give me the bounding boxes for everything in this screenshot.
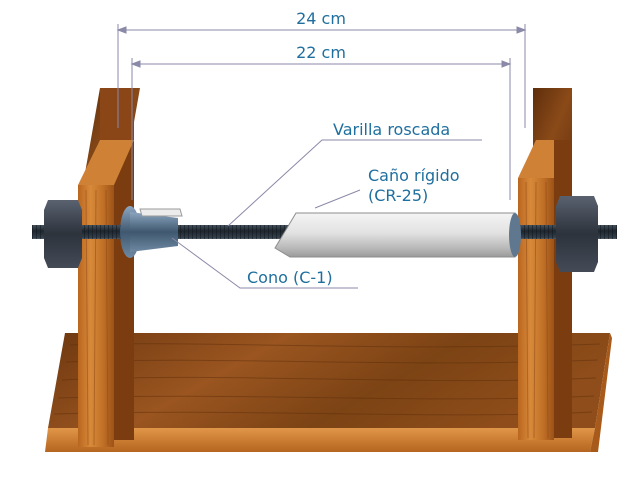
dimension-24cm [116, 24, 527, 128]
leader-cone [171, 237, 358, 289]
leader-rod [227, 139, 482, 227]
label-cone: Cono (C-1) [247, 268, 333, 287]
left-upright-edge [114, 140, 134, 440]
label-pipe-line2: (CR-25) [368, 186, 428, 205]
base-board-top [48, 333, 610, 428]
dimension-22cm [130, 58, 512, 200]
left-upright-top [78, 140, 134, 185]
base-board-side-edge [590, 333, 612, 452]
dimension-24cm-label: 24 cm [296, 9, 346, 28]
left-nut [44, 200, 82, 268]
right-nut [556, 196, 598, 272]
cone-body [130, 212, 178, 252]
leader-pipe [314, 189, 361, 209]
base-board-front-edge [45, 428, 595, 452]
dimension-22cm-label: 22 cm [296, 43, 346, 62]
rigid-pipe-end [509, 213, 521, 257]
cone-collar [139, 208, 183, 217]
rigid-pipe [274, 212, 516, 258]
label-pipe-line1: Caño rígido [368, 166, 460, 185]
left-upright-back [100, 88, 134, 140]
right-upright-grain [525, 181, 549, 439]
leader-lines [171, 139, 482, 289]
right-upright-edge [554, 140, 572, 438]
label-rod: Varilla roscada [333, 120, 450, 139]
